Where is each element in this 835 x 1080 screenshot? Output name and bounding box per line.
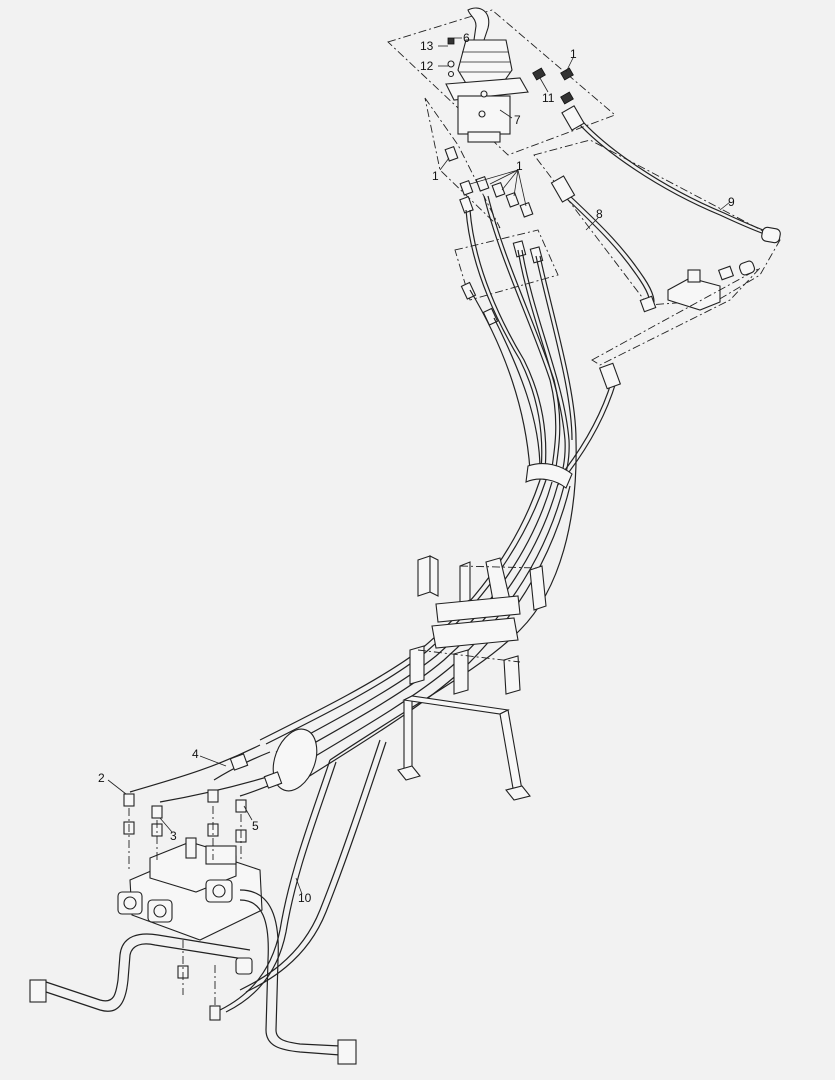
hose-brackets [409,555,547,695]
callout-2: 2 [98,771,105,785]
callout-7: 7 [514,113,521,127]
hose-and-valve-kit-right [533,105,781,366]
joystick-fittings [444,145,544,326]
callout-5: 5 [252,819,259,833]
support-frame [397,695,531,801]
callout-10: 10 [298,891,312,905]
return-pipes [29,889,357,1065]
control-valve [117,837,263,941]
callout-1-fittings: 1 [516,159,523,173]
callout-11: 11 [542,91,555,105]
callout-12: 12 [420,59,434,73]
callout-4: 4 [192,747,199,761]
callout-6: 6 [463,31,470,45]
callout-13: 13 [420,39,434,53]
joystick-assembly [387,7,616,301]
callout-labels: 1 1 1 2 3 4 5 6 7 8 9 10 11 12 13 [98,31,735,905]
lower-hoses [129,728,387,1013]
valve-fittings [123,789,247,1021]
callout-1-left: 1 [432,169,439,183]
callout-9: 9 [728,195,735,209]
callout-8: 8 [596,207,603,221]
callout-leaders [107,37,731,895]
callout-3: 3 [170,829,177,843]
callout-1-top-right: 1 [570,47,577,61]
upper-hose-bundle [465,195,622,489]
